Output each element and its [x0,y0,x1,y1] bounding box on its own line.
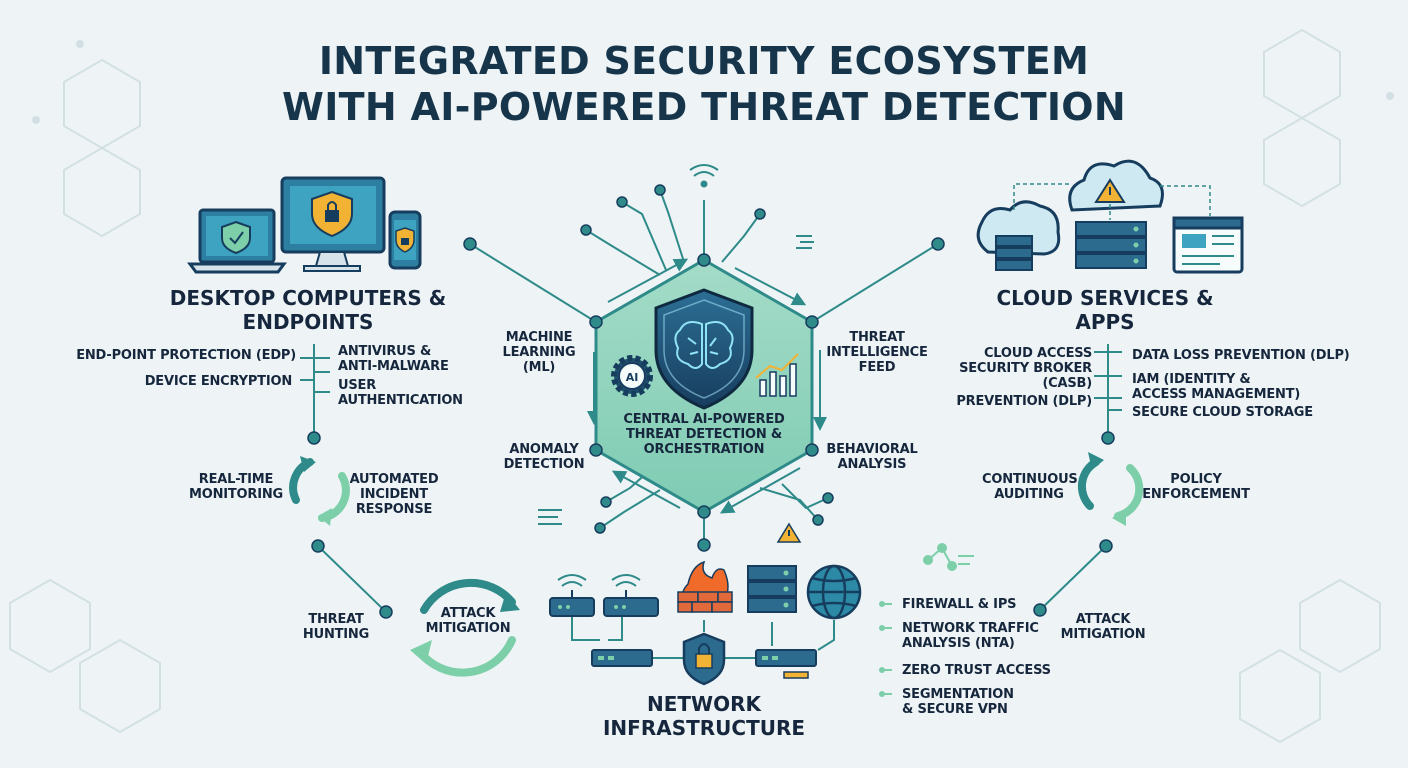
laptop-shield-icon [187,208,287,274]
automated-incident-response-label: AUTOMATED INCIDENT RESPONSE [349,472,439,517]
threat-intelligence-label: THREAT INTELLIGENCE FEED [826,330,928,375]
cloud-item-prevention-dlp: PREVENTION (DLP) [956,394,1092,409]
cloud-dashed-links [1013,183,1211,220]
desktop-item-user-authentication: USER AUTHENTICATION [338,378,463,408]
real-time-monitoring-label: REAL-TIME MONITORING [188,472,284,502]
browser-window-icon [1172,216,1244,274]
desktop-connectors [300,344,387,613]
cloud-attack-mitigation-label: ATTACK MITIGATION [1060,612,1146,642]
desktop-dots [307,431,393,619]
cloud-warning-icon [1094,178,1126,203]
cloud-cycle-arrows-icon [1077,458,1144,520]
central-connector-dots [463,184,945,552]
server-icon [1075,221,1147,269]
background-hex-pattern [9,28,1394,744]
title-line-2: WITH AI-POWERED THREAT DETECTION [282,85,1126,129]
desktop-attack-mitigation-label: ATTACK MITIGATION [425,606,511,636]
server-icon [747,565,797,613]
globe-icon [806,564,862,620]
router-icon [603,574,659,617]
phone-lock-icon [388,210,422,270]
warning-icon [776,522,802,543]
gear-ai-icon: AI [611,355,653,397]
firewall-icon [677,560,733,613]
cloud-heading: CLOUD SERVICES & APPS [996,286,1214,334]
bar-chart-icon [755,353,799,397]
desktop-item-device-encryption: DEVICE ENCRYPTION [144,374,292,389]
behavioral-analysis-label: BEHAVIORAL ANALYSIS [826,442,918,472]
cloud-item-dlp: DATA LOSS PREVENTION (DLP) [1132,348,1350,363]
threat-hunting-label: THREAT HUNTING [302,612,370,642]
policy-enforcement-label: POLICY ENFORCEMENT [1142,472,1250,502]
network-item-firewall: FIREWALL & IPS [902,597,1017,612]
hexagon-vertex-dots [589,253,819,519]
brain-shield-icon [654,288,754,410]
network-heading: NETWORK INFRASTRUCTURE [602,692,806,740]
network-list-dots [879,601,885,697]
continuous-auditing-label: CONTINUOUS AUDITING [982,472,1078,502]
padlock-shield-icon [682,632,726,686]
network-list-markers [882,603,892,695]
desktop-item-edp: END-POINT PROTECTION (EDP) [76,348,296,363]
router-icon [549,574,595,617]
server-rack-small-icon [995,235,1033,271]
cloud-connectors [1039,344,1122,611]
network-item-segmentation: SEGMENTATION & SECURE VPN [902,687,1014,717]
cloud-item-casb: CLOUD ACCESS SECURITY BROKER (CASB) [959,346,1092,391]
machine-learning-label: MACHINE LEARNING (ML) [502,330,576,375]
title-line-1: INTEGRATED SECURITY ECOSYSTEM [318,39,1090,83]
network-item-zero-trust: ZERO TRUST ACCESS [902,663,1051,678]
wifi-icon [689,164,719,188]
attack-mitigation-cycle-icon [416,578,516,677]
node-graph-icon [923,543,974,571]
network-connectors [571,616,835,659]
central-hub-title: CENTRAL AI-POWERED THREAT DETECTION & OR… [623,412,785,457]
list-icon [538,235,814,525]
cloud-item-iam: IAM (IDENTITY & ACCESS MANAGEMENT) [1132,372,1301,402]
svg-text:AI: AI [626,371,639,384]
monitor-lock-icon [280,176,386,272]
network-item-nta: NETWORK TRAFFIC ANALYSIS (NTA) [902,621,1039,651]
cloud-item-secure-storage: SECURE CLOUD STORAGE [1132,405,1313,420]
desktop-heading: DESKTOP COMPUTERS & ENDPOINTS [169,286,447,334]
desktop-item-antivirus: ANTIVIRUS & ANTI-MALWARE [338,344,449,374]
cloud-dots [1033,431,1115,617]
network-switch-icon [591,649,817,679]
anomaly-detection-label: ANOMALY DETECTION [503,442,585,472]
page-title: INTEGRATED SECURITY ECOSYSTEM WITH AI-PO… [0,38,1408,130]
cycle-arrows-icon [289,458,350,522]
